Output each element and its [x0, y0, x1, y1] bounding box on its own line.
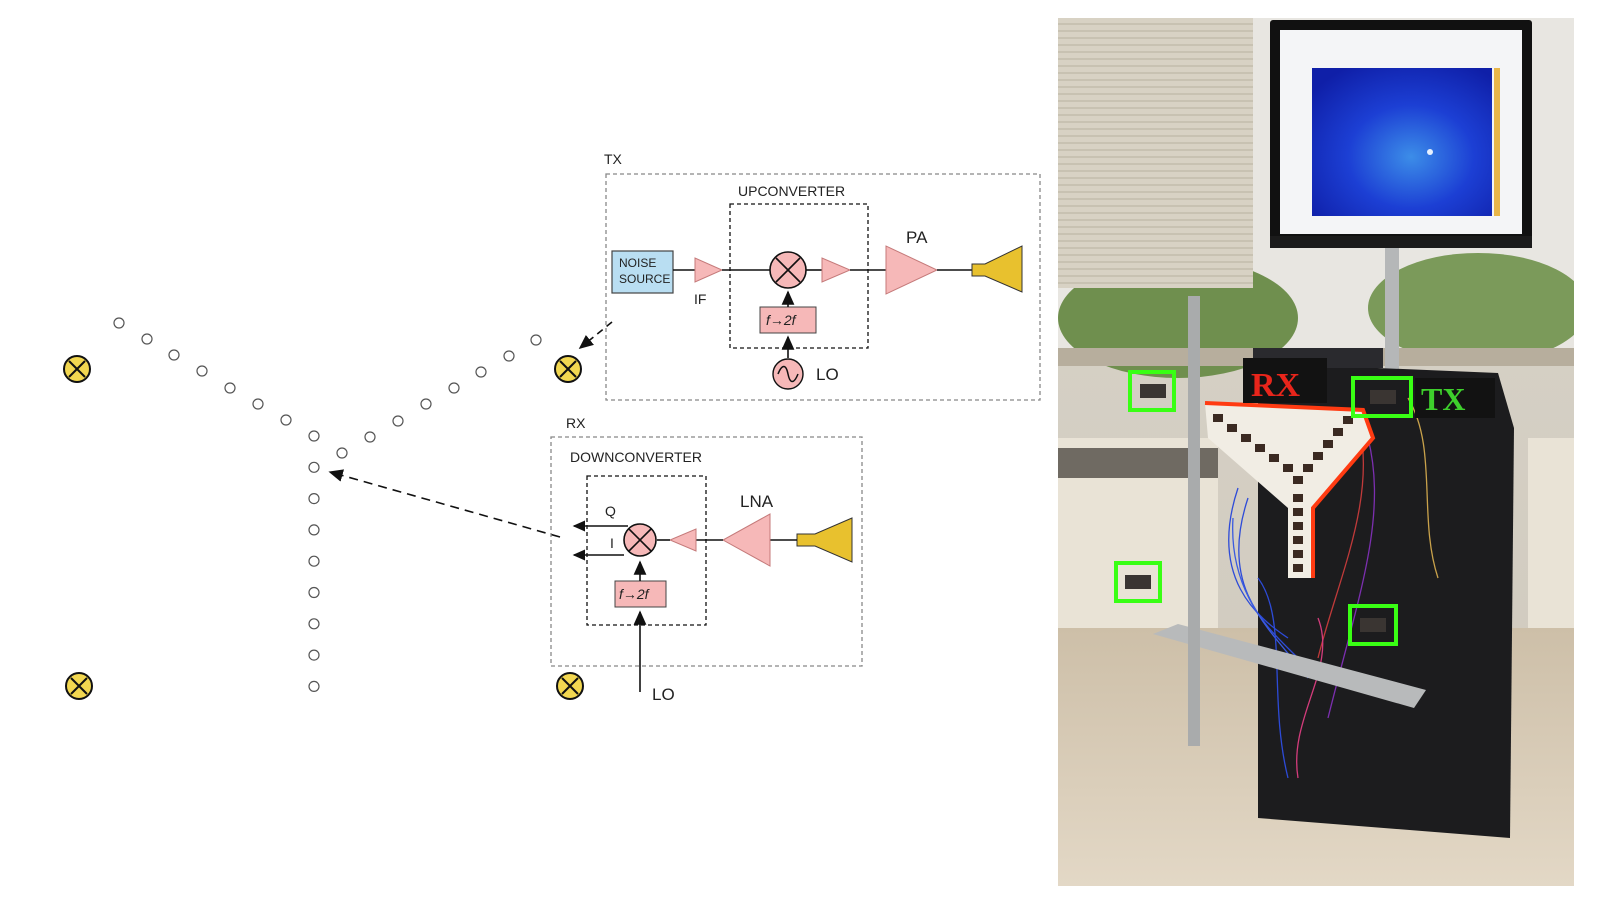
tx-buffer-amplifier-icon [821, 257, 852, 283]
antenna-connector [1293, 536, 1303, 544]
array-element [420, 398, 432, 410]
power-amplifier-icon [885, 245, 939, 295]
array-element [308, 430, 320, 442]
antenna-array [113, 317, 542, 693]
tx-lo-oscillator-icon [772, 358, 804, 390]
pa-label: PA [906, 228, 928, 247]
antenna-connector [1293, 564, 1303, 572]
antenna-connector [1323, 440, 1333, 448]
tx-boundary [605, 173, 1041, 401]
rx-arrow [328, 469, 561, 538]
array-element [224, 382, 236, 394]
array-element [308, 649, 320, 661]
antenna-connector [1293, 508, 1303, 516]
array-element [196, 365, 208, 377]
rx-horn-antenna-icon [796, 517, 853, 563]
antenna-connectors [1213, 414, 1353, 572]
array-element [448, 382, 460, 394]
rx-boundary [550, 436, 863, 667]
array-element [308, 680, 320, 693]
antenna-connector [1293, 476, 1303, 484]
array-element [336, 447, 348, 459]
rx-label-bg [1243, 358, 1327, 403]
corner-marker-bottom-right [556, 672, 584, 700]
array-element [280, 414, 292, 426]
photo-tx-label: TX [1421, 381, 1465, 417]
array-element [475, 366, 487, 378]
noise-source-label-2: SOURCE [619, 272, 670, 286]
rx-title: RX [566, 415, 586, 431]
q-label: Q [605, 503, 616, 519]
left-rail [1188, 296, 1200, 746]
tx-mixer-icon [769, 251, 807, 289]
antenna-connector [1241, 434, 1251, 442]
antenna-connector [1293, 494, 1303, 502]
downconverter-label: DOWNCONVERTER [570, 449, 702, 465]
antenna-connector [1293, 550, 1303, 558]
upconverter-box [729, 203, 869, 349]
tx-doubler-label: f→2f [766, 312, 798, 328]
array-element [364, 431, 376, 443]
tx-arrow [578, 321, 613, 350]
array-element [141, 333, 153, 345]
antenna-connector [1333, 428, 1343, 436]
antenna-highlight-tx-bottom [1348, 604, 1398, 646]
array-element [530, 334, 542, 346]
array-element [308, 524, 320, 536]
rx-lo-label: LO [652, 685, 675, 704]
antenna-connector [1227, 424, 1237, 432]
array-element [503, 350, 515, 362]
corner-marker-top-right [554, 355, 582, 383]
antenna-connector [1313, 452, 1323, 460]
tx-label-bg [1415, 378, 1495, 418]
antenna-connector [1343, 416, 1353, 424]
array-element [308, 618, 320, 630]
antenna-connector [1293, 522, 1303, 530]
window-blinds [1058, 18, 1253, 288]
cross-rail [1153, 624, 1426, 708]
rx-doubler-box [614, 580, 667, 608]
corner-marker-bottom-left [65, 672, 93, 700]
antenna-highlight-rx-bottom [1114, 561, 1162, 603]
heatmap-display [1312, 68, 1492, 216]
antenna-connector [1213, 414, 1223, 422]
array-element [113, 317, 125, 329]
array-element [308, 555, 320, 567]
tx-block: TX UPCONVERTER NOISE SOURCE IF PA f→2f [604, 151, 1041, 401]
lna-icon [721, 513, 771, 567]
array-element [392, 415, 404, 427]
rx-array-outline [1204, 401, 1376, 578]
downconverter-box [586, 475, 707, 626]
array-element [308, 461, 320, 473]
upconverter-label: UPCONVERTER [738, 183, 845, 199]
photo-rx-label: RX [1251, 367, 1301, 404]
antenna-connector [1283, 464, 1293, 472]
corner-marker-top-left [63, 355, 91, 383]
rx-doubler-label: f→2f [619, 586, 651, 602]
hardware-photo: RX TX [1058, 18, 1574, 886]
antenna-highlight-rx-left [1128, 370, 1176, 412]
antenna-connector [1303, 464, 1313, 472]
lna-label: LNA [740, 492, 774, 511]
tx-horn-antenna-icon [971, 245, 1023, 293]
tx-title: TX [604, 151, 623, 167]
tx-lo-label: LO [816, 365, 839, 384]
noise-source-label-1: NOISE [619, 256, 656, 270]
rx-buffer-amplifier-icon [668, 528, 697, 552]
rx-mixer-icon [623, 523, 657, 557]
antenna-connector [1255, 444, 1265, 452]
noise-source-box [611, 250, 674, 294]
system-block-diagram: TX UPCONVERTER NOISE SOURCE IF PA f→2f [63, 151, 1041, 704]
array-element [308, 586, 320, 599]
rx-block: RX DOWNCONVERTER LNA Q I f→2f LO [550, 415, 863, 704]
antenna-connector [1269, 454, 1279, 462]
i-label: I [610, 535, 614, 551]
if-label: IF [694, 291, 706, 307]
array-element [308, 493, 320, 505]
array-element [168, 349, 180, 361]
antenna-highlight-tx-top [1351, 376, 1413, 418]
if-amplifier-icon [694, 257, 724, 283]
array-element [252, 398, 264, 410]
